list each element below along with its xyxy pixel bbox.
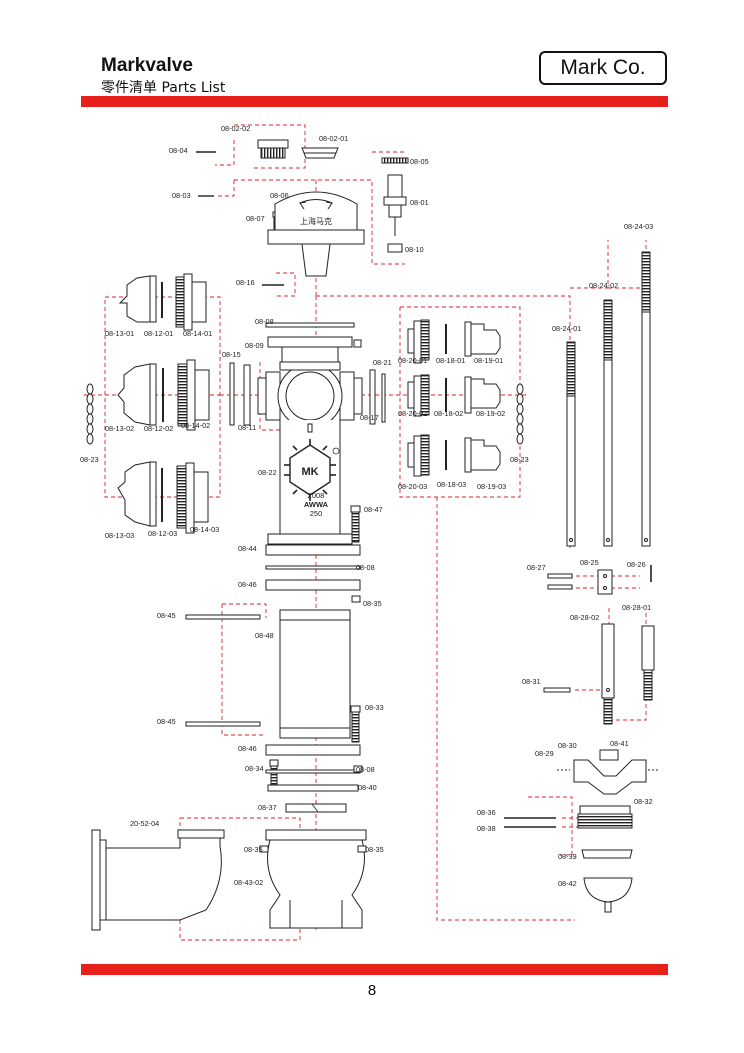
label-08-14-02: 08-14-02: [181, 421, 210, 430]
label-08-16: 08-16: [236, 278, 255, 287]
page-number: 8: [367, 982, 377, 999]
label-08-14-01: 08-14-01: [183, 329, 212, 338]
company-name: Mark Co.: [560, 56, 646, 79]
label-08-46-b: 08-46: [238, 744, 257, 753]
label-08-18-01: 08-18-01: [436, 356, 465, 365]
label-08-45-b: 08-45: [157, 717, 176, 726]
label-08-04: 08-04: [169, 146, 188, 155]
label-08-38: 08-38: [477, 824, 496, 833]
label-08-22: 08-22: [258, 468, 277, 477]
label-08-01: 08-01: [410, 198, 429, 207]
label-08-30: 08-30: [558, 741, 577, 750]
right-nozzle-parts: [407, 319, 524, 477]
label-08-37: 08-37: [258, 803, 277, 812]
mk-logo: MK: [284, 439, 340, 501]
label-08-03: 08-03: [172, 191, 191, 200]
cap-marking: 上海马克: [300, 216, 332, 226]
label-08-21: 08-21: [373, 358, 392, 367]
label-08-45: 08-45: [157, 611, 176, 620]
lower-barrel-parts: [91, 544, 367, 931]
body-standard: AWWA: [304, 500, 329, 509]
label-08-02-01: 08-02-01: [319, 134, 348, 143]
label-08-13-03: 08-13-03: [105, 531, 134, 540]
label-08-33: 08-33: [365, 703, 384, 712]
label-08-08-b: 08-08: [356, 563, 375, 572]
company-logo-box: Mark Co.: [539, 51, 667, 85]
label-08-18-03: 08-18-03: [437, 480, 466, 489]
label-08-06: 08-06: [270, 191, 289, 200]
body-size: 250: [310, 509, 323, 518]
label-08-43-02: 08-43-02: [234, 878, 263, 887]
page-subtitle: 零件清单 Parts List: [101, 80, 226, 96]
label-08-12-03: 08-12-03: [148, 529, 177, 538]
label-08-13-01: 08-13-01: [105, 329, 134, 338]
label-08-26: 08-26: [627, 560, 646, 569]
label-08-28-01: 08-28-01: [622, 603, 651, 612]
label-08-47: 08-47: [364, 505, 383, 514]
header-red-bar: [81, 96, 668, 107]
label-08-07: 08-07: [246, 214, 265, 223]
label-08-36: 08-36: [477, 808, 496, 817]
logo-text: MK: [301, 466, 318, 478]
label-08-46: 08-46: [238, 580, 257, 589]
label-08-13-02: 08-13-02: [105, 424, 134, 433]
label-08-20-02: 08-20-02: [398, 409, 427, 418]
label-08-35-c: 08-35: [365, 845, 384, 854]
label-08-48: 08-48: [255, 631, 274, 640]
label-08-20-01: 08-20-01: [398, 356, 427, 365]
label-08-05: 08-05: [410, 157, 429, 166]
label-08-12-02: 08-12-02: [144, 424, 173, 433]
label-08-40: 08-40: [358, 783, 377, 792]
label-08-42: 08-42: [558, 879, 577, 888]
label-08-32: 08-32: [634, 797, 653, 806]
label-08-35: 08-35: [363, 599, 382, 608]
footer-red-bar: [81, 964, 668, 975]
label-08-11: 08-11: [238, 423, 256, 432]
hydrant-body: [229, 322, 386, 545]
brand-name: Markvalve: [101, 55, 193, 76]
label-08-10: 08-10: [405, 245, 424, 254]
cap-assembly: [196, 139, 409, 286]
label-08-39: 08-39: [558, 852, 577, 861]
label-08-19-01: 08-19-01: [474, 356, 503, 365]
label-08-02-02: 08-02-02: [221, 124, 250, 133]
label-08-41: 08-41: [610, 739, 629, 748]
stem-rods: [543, 251, 655, 725]
label-08-23-right: 08-23: [510, 455, 529, 464]
label-08-19-02: 08-19-02: [476, 409, 505, 418]
label-08-09: 08-09: [245, 341, 264, 350]
label-08-15: 08-15: [222, 350, 241, 359]
part-labels: 08-02-02 08-02-01 08-04 08-05 08-03 08-0…: [80, 124, 653, 888]
label-08-20-03: 08-20-03: [398, 482, 427, 491]
label-20-52-04: 20-52-04: [130, 819, 159, 828]
label-08-08-c: 08-08: [356, 765, 375, 774]
label-08-24-03: 08-24-03: [624, 222, 653, 231]
label-08-44: 08-44: [238, 544, 257, 553]
label-08-19-03: 08-19-03: [477, 482, 506, 491]
label-08-12-01: 08-12-01: [144, 329, 173, 338]
label-08-27: 08-27: [527, 563, 546, 572]
label-08-31: 08-31: [522, 677, 541, 686]
label-08-24-02: 08-24-02: [589, 281, 618, 290]
label-08-25: 08-25: [580, 558, 599, 567]
body-year: 2008: [308, 491, 325, 500]
left-nozzle-parts: [86, 273, 210, 534]
label-08-24-01: 08-24-01: [552, 324, 581, 333]
label-08-34: 08-34: [245, 764, 264, 773]
label-08-18-02: 08-18-02: [434, 409, 463, 418]
label-08-28-02: 08-28-02: [570, 613, 599, 622]
label-08-35-b: 08-35: [244, 845, 263, 854]
label-08-23-left: 08-23: [80, 455, 99, 464]
label-08-14-03: 08-14-03: [190, 525, 219, 534]
label-08-17: 08-17: [360, 413, 379, 422]
label-08-08: 08-08: [255, 317, 274, 326]
label-08-29: 08-29: [535, 749, 554, 758]
valve-parts: [504, 749, 660, 913]
